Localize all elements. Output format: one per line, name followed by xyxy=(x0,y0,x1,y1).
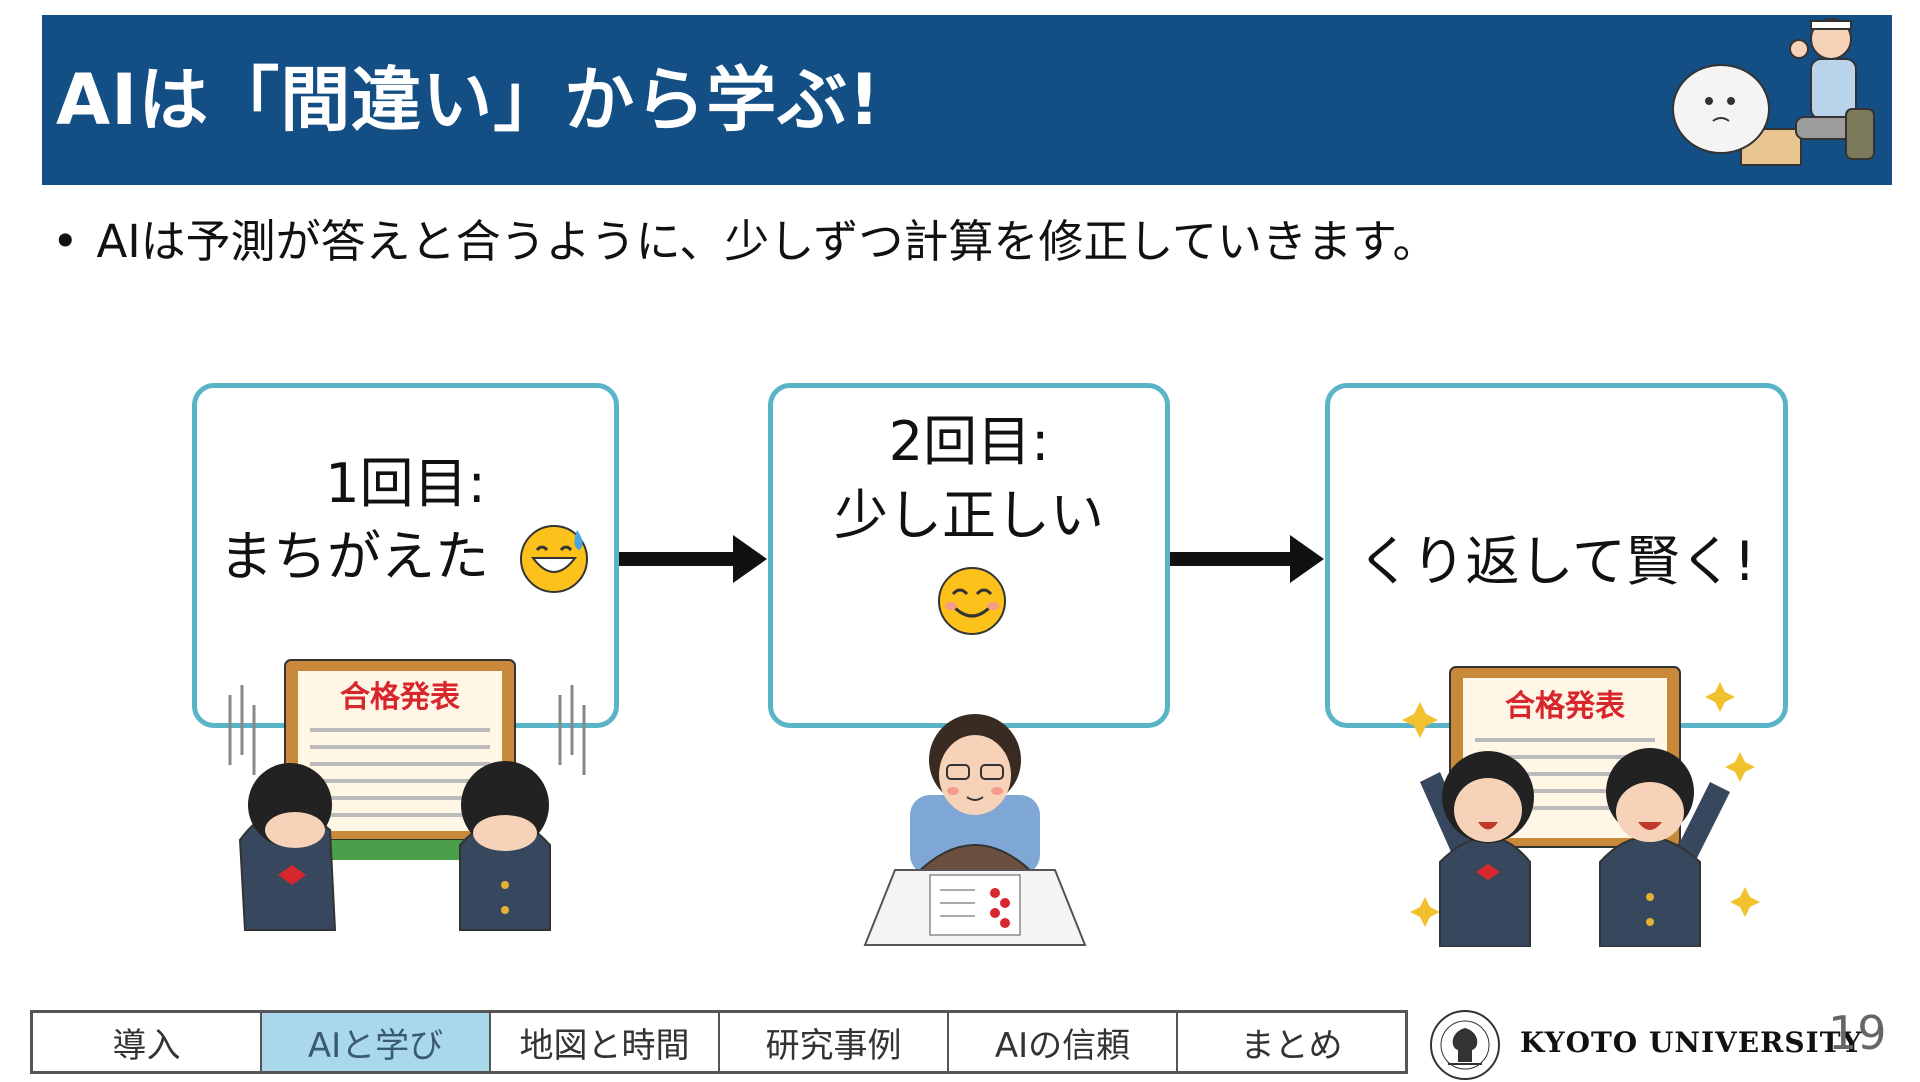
step-1-line2: まちがえた xyxy=(219,525,489,588)
sweat-smile-emoji-icon xyxy=(520,525,588,593)
result-board-title: 合格発表 xyxy=(1505,689,1625,724)
tab-ai-and-learning[interactable]: AIと学び xyxy=(262,1013,491,1071)
step-2-line2: 少し正しい xyxy=(834,484,1104,547)
tab-research-cases[interactable]: 研究事例 xyxy=(720,1013,949,1071)
tab-ai-trust[interactable]: AIの信頼 xyxy=(949,1013,1178,1071)
university-name: KYOTO UNIVERSITY xyxy=(1520,1026,1863,1059)
step-2-line1: 2回目: xyxy=(888,410,1050,473)
university-emblem-logo xyxy=(1430,1010,1500,1080)
result-board-title: 合格発表 xyxy=(340,680,460,715)
tab-maps-and-time[interactable]: 地図と時間 xyxy=(491,1013,720,1071)
arrow-right-icon xyxy=(1170,535,1324,583)
slide-title: AIは「間違い」から学ぶ! xyxy=(56,59,882,141)
step-box-1: 1回目: まちがえた xyxy=(192,383,619,728)
step-box-2: 2回目: 少し正しい xyxy=(768,383,1170,728)
step-1-line1: 1回目: xyxy=(325,452,486,515)
tab-intro[interactable]: 導入 xyxy=(33,1013,262,1071)
page-number: 19 xyxy=(1828,1006,1887,1060)
section-nav: 導入 AIと学び 地図と時間 研究事例 AIの信頼 まとめ xyxy=(30,1010,1408,1074)
students-failed-exam-illustration: 合格発表 xyxy=(228,659,586,931)
smiling-face-emoji-icon xyxy=(938,567,1006,635)
worker-illustration xyxy=(1672,18,1875,166)
bullet-text: AIは予測が答えと合うように、少しずつ計算を修正していきます。 xyxy=(96,215,1438,268)
arrow-right-icon xyxy=(619,535,767,583)
step-3-text: くり返して賢く! xyxy=(1357,530,1756,593)
tab-summary[interactable]: まとめ xyxy=(1240,1025,1343,1066)
teacher-grading-illustration xyxy=(863,714,1087,946)
students-passed-exam-illustration: 合格発表 xyxy=(1402,666,1760,947)
bullet-point: • AIは予測が答えと合うように、少しずつ計算を修正していきます。 xyxy=(52,205,1438,270)
bullet-dot-icon: • xyxy=(52,215,79,268)
title-bar: AIは「間違い」から学ぶ! xyxy=(42,15,1892,185)
